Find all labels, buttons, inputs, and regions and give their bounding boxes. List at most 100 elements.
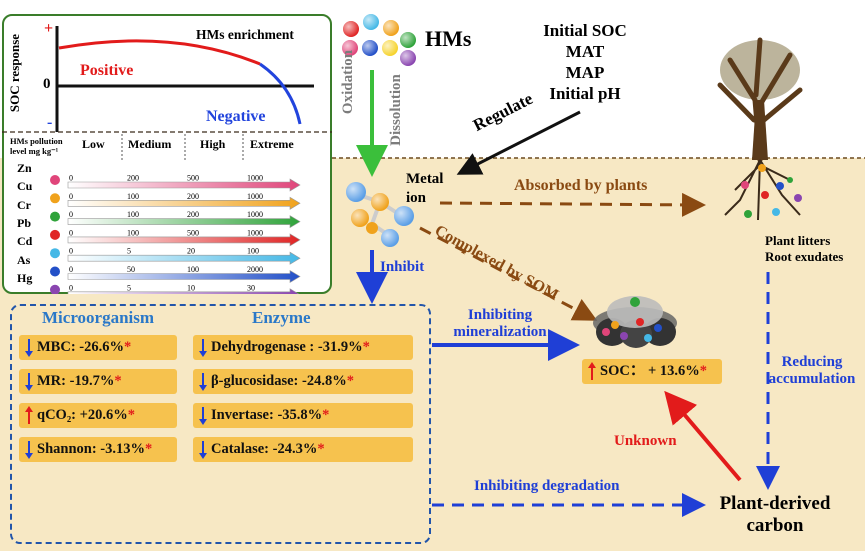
- enzyme-value: Catalase: -24.3%: [211, 441, 318, 457]
- down-arrow-icon: [199, 339, 207, 357]
- hms-title: HMs: [425, 26, 472, 51]
- metal-cr-tick: 0: [69, 210, 73, 219]
- factor-map: MAP: [565, 63, 605, 82]
- oxidation-label: Oxidation: [340, 49, 356, 115]
- minus-label: -: [47, 114, 53, 131]
- up-arrow-icon: [25, 406, 33, 424]
- significance-star: *: [362, 339, 370, 355]
- metal-cu-tick: 100: [127, 192, 139, 201]
- factor-mat: MAT: [565, 42, 605, 61]
- metal-as-tick: 100: [187, 265, 199, 274]
- unknown-label: Unknown: [614, 433, 677, 449]
- metal-zn-tick: 200: [127, 174, 139, 183]
- y-axis-label: SOC response: [7, 33, 22, 113]
- oxidation-wrap: [322, 100, 342, 180]
- metal-zn-tick: 1000: [247, 174, 263, 183]
- reducing-line2: accumulation: [768, 371, 856, 387]
- metal-zn-label: Zn: [17, 161, 32, 175]
- inhibiting-degradation-label: Inhibiting degradation: [474, 478, 620, 494]
- plus-label: +: [44, 20, 54, 37]
- absorbed-label: Absorbed by plants: [514, 177, 648, 194]
- metal-hg-tick: 30: [247, 283, 255, 292]
- level-medium: Medium: [128, 137, 172, 151]
- metal-cu-tick: 200: [187, 192, 199, 201]
- som-aggregate: [593, 296, 677, 348]
- metal-cu-tick: 1000: [247, 192, 263, 201]
- enzyme-card: Invertase: -35.8%*: [193, 403, 413, 428]
- metal-cd-label: Cd: [17, 234, 33, 249]
- metal-cr-tick: 1000: [247, 210, 263, 219]
- soc-star: *: [699, 363, 707, 379]
- metal-hg-tick: 0: [69, 283, 73, 292]
- metal-cd-tick: 100: [247, 247, 259, 256]
- inhibiting-min-line1: Inhibiting: [467, 307, 533, 323]
- inhibit-label: Inhibit: [380, 259, 425, 275]
- reducing-line1: Reducing: [781, 354, 843, 370]
- microorganism-value: MBC: -26.6%: [37, 339, 124, 355]
- significance-star: *: [144, 441, 153, 457]
- plant-inputs-label: Plant litters Root exudates: [765, 233, 843, 265]
- microorganism-card: qCO₂: +20.6%*: [19, 403, 177, 428]
- factor-initial-soc: Initial SOC: [543, 21, 627, 40]
- significance-star: *: [114, 373, 122, 389]
- metal-cr-dot: [50, 211, 60, 222]
- metal-cr-label: Cr: [17, 197, 31, 212]
- down-arrow-icon: [199, 407, 207, 425]
- metal-zn-tick: 0: [69, 174, 73, 183]
- metal-as-label: As: [17, 252, 31, 267]
- significance-star: *: [346, 373, 354, 389]
- metal-cu-label: Cu: [17, 179, 33, 194]
- plant-carbon-line2: carbon: [746, 515, 804, 536]
- metal-zn-dot: [50, 175, 60, 185]
- down-arrow-icon: [199, 373, 207, 391]
- enzyme-value: Invertase: -35.8%: [211, 407, 323, 423]
- enzyme-title: Enzyme: [252, 308, 311, 327]
- plant-carbon-line1: Plant-derived: [719, 493, 831, 514]
- root-exudates: Root exudates: [765, 249, 844, 264]
- enzyme-card: Catalase: -24.3%*: [193, 437, 413, 462]
- unknown-arrow: [664, 390, 742, 482]
- metal-pb-label: Pb: [17, 215, 32, 230]
- significance-star: *: [127, 407, 136, 423]
- metal-zn-tick: 500: [187, 174, 199, 183]
- plant-litters: Plant litters: [765, 233, 831, 248]
- microorganism-value: Shannon: -3.13%: [37, 441, 145, 457]
- microorganism-title: Microorganism: [42, 308, 155, 327]
- inhibiting-min-line2: mineralization: [453, 324, 547, 340]
- metal-cd-tick: 5: [127, 247, 131, 256]
- metal-cu-dot: [50, 193, 60, 204]
- metal-cu-bar: [67, 196, 301, 210]
- metal-zn-bar: [67, 178, 301, 192]
- metal-cr-bar: [67, 215, 301, 229]
- down-arrow-icon: [25, 441, 33, 459]
- metal-hg-tick: 10: [187, 283, 195, 292]
- soc-value: SOC： + 13.6%: [600, 363, 700, 379]
- metal-as-tick: 50: [127, 265, 135, 274]
- absorbed-arrow: [439, 192, 706, 217]
- level-extreme: Extreme: [250, 137, 294, 151]
- factor-initial-ph: Initial pH: [549, 84, 621, 103]
- inhibiting-mineralization-label: Inhibiting mineralization: [440, 307, 560, 341]
- reducing-accumulation-label: Reducing accumulation: [760, 354, 864, 388]
- metal-as-tick: 0: [69, 265, 73, 274]
- microorganism-card: Shannon: -3.13%*: [19, 437, 177, 462]
- microorganism-value: MR: -19.7%: [37, 373, 115, 389]
- hms-particles: [342, 14, 416, 66]
- y-axis-label-wrap: SOC response: [4, 30, 24, 120]
- down-arrow-icon: [199, 441, 207, 459]
- metal-cr-tick: 200: [187, 210, 199, 219]
- up-arrow-icon: [588, 362, 596, 380]
- metal-hg-tick: 5: [127, 283, 131, 292]
- pollution-level-label: HMs pollution level mg kg⁻¹: [10, 136, 63, 156]
- factors-list: Initial SOC MAT MAP Initial pH: [530, 20, 640, 104]
- microorganism-card: MBC: -26.6%*: [19, 335, 177, 360]
- plant-derived-carbon: Plant-derived carbon: [690, 493, 860, 537]
- metal-pb-tick: 0: [69, 228, 73, 237]
- metal-pb-bar: [67, 233, 301, 247]
- metal-cd-dot: [50, 248, 60, 259]
- metal-as-tick: 2000: [247, 265, 263, 274]
- metal-cr-tick: 100: [127, 210, 139, 219]
- positive-label: Positive: [80, 62, 134, 79]
- metal-cu-tick: 0: [69, 192, 73, 201]
- metal-ion-line2: ion: [406, 190, 427, 206]
